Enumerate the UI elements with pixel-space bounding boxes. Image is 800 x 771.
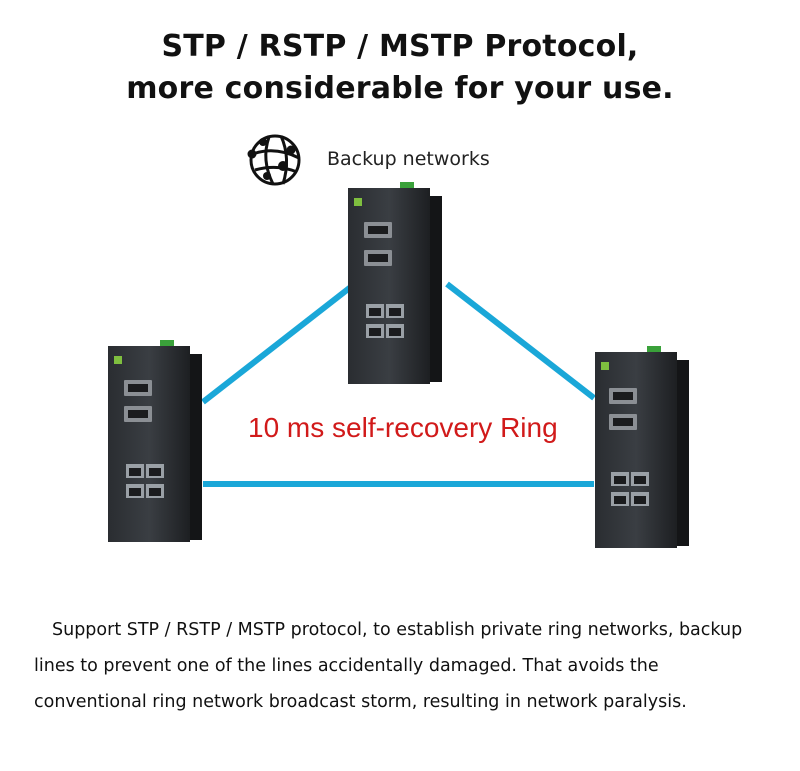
headline-line-1: STP / RSTP / MSTP Protocol, xyxy=(161,29,639,64)
ring-link-top-right xyxy=(445,281,596,401)
ring-label: 10 ms self-recovery Ring xyxy=(248,412,558,443)
globe-network-icon xyxy=(247,134,301,186)
headline-line-2: more considerable for your use. xyxy=(126,71,674,106)
switch-top xyxy=(348,182,442,384)
ring-link-top-left xyxy=(201,283,354,405)
backup-networks-label: Backup networks xyxy=(327,148,490,170)
switch-left xyxy=(108,340,202,542)
description-text: Support STP / RSTP / MSTP protocol, to e… xyxy=(34,620,743,712)
ring-links xyxy=(201,281,596,487)
ring-diagram xyxy=(108,182,689,548)
headline: STP / RSTP / MSTP Protocol, more conside… xyxy=(0,26,800,110)
description: Support STP / RSTP / MSTP protocol, to e… xyxy=(34,612,774,720)
backup-networks: Backup networks xyxy=(243,128,490,192)
switch-right xyxy=(595,346,689,548)
